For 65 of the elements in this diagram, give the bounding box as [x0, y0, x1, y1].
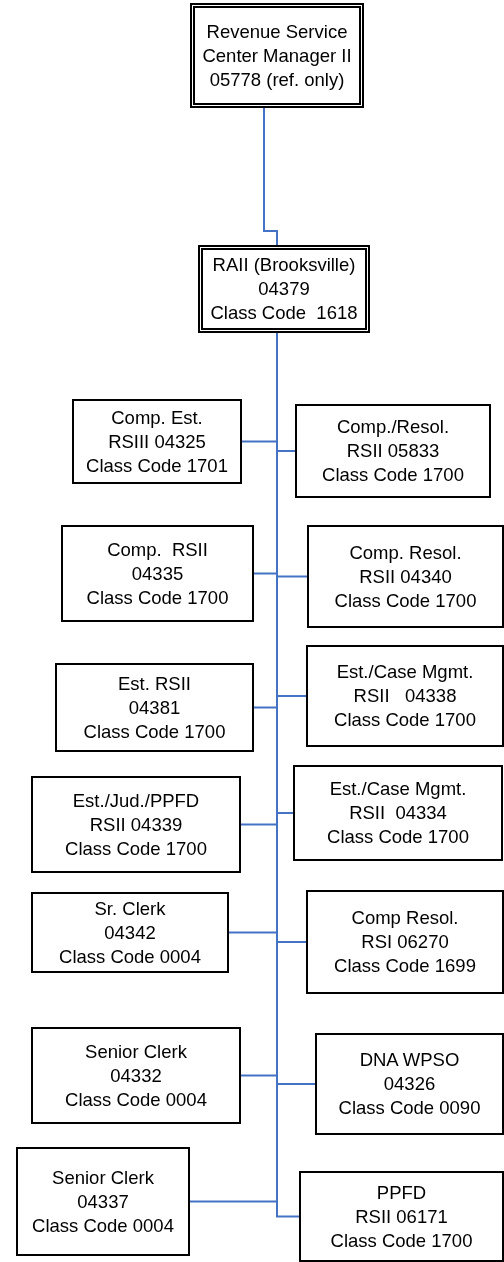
- position-text: Comp. RSII: [107, 537, 208, 562]
- position-text: RSII 05833: [346, 439, 440, 463]
- position-text: Est./Case Mgmt.: [329, 777, 467, 801]
- position-text: Est. RSII: [118, 671, 191, 696]
- position-box: [31, 1027, 241, 1124]
- position-text: Comp Resol.: [351, 906, 459, 930]
- position-text: Comp. Est.: [111, 405, 203, 430]
- position-text: 04381: [128, 695, 181, 720]
- position-text: RSII 06171: [355, 1204, 448, 1229]
- position-text: Sr. Clerk: [94, 896, 166, 921]
- position-text: RSII 04339: [89, 812, 183, 837]
- position-text: Class Code 0004: [59, 944, 201, 969]
- position-text: Class Code 1699: [334, 954, 476, 978]
- position-box: [315, 1033, 504, 1135]
- position-text: Class Code 0004: [32, 1213, 174, 1238]
- position-box: [307, 525, 504, 628]
- position-text: Class Code 1700: [83, 719, 226, 744]
- position-text: Class Code 1700: [334, 708, 476, 732]
- position-box: [190, 3, 364, 108]
- position-box: [72, 399, 242, 484]
- position-text: 05778 (ref. only): [209, 67, 345, 92]
- position-text: Class Code 1700: [86, 585, 229, 610]
- position-text: PPFD: [376, 1180, 427, 1205]
- position-text: RSII 04340: [359, 564, 452, 589]
- position-text: Class Code 1700: [327, 825, 469, 849]
- position-box: [306, 890, 504, 994]
- position-box: [198, 245, 370, 333]
- position-text: Class Code 0004: [65, 1087, 207, 1112]
- position-text: 04342: [104, 920, 156, 945]
- position-text: Revenue Service: [206, 19, 348, 44]
- position-text: Center Manager II: [202, 43, 352, 68]
- position-box: [31, 892, 229, 973]
- position-text: 04332: [110, 1063, 162, 1088]
- position-box: [16, 1147, 190, 1256]
- position-text: DNA WPSO: [359, 1048, 460, 1072]
- position-text: RSIII 04325: [108, 429, 206, 454]
- position-text: Est./Jud./PPFD: [72, 788, 200, 813]
- position-box: [293, 765, 503, 861]
- position-text: 04379: [258, 277, 310, 301]
- position-box: [31, 776, 241, 873]
- position-box: [61, 525, 254, 622]
- position-text: RSI 06270: [361, 930, 449, 954]
- position-text: Class Code 1700: [322, 463, 464, 487]
- position-text: Class Code 1701: [86, 453, 228, 478]
- position-text: Class Code 1700: [65, 836, 207, 861]
- position-box: [55, 663, 254, 752]
- position-text: RSII 04334: [349, 801, 447, 825]
- connector-line: [263, 107, 278, 246]
- position-text: Comp. Resol.: [349, 540, 462, 565]
- position-text: 04337: [77, 1189, 129, 1214]
- position-box: [306, 645, 504, 747]
- position-text: 04326: [383, 1072, 436, 1096]
- position-box: [299, 1171, 504, 1262]
- position-text: 04335: [131, 561, 184, 586]
- position-text: Class Code 1700: [330, 1228, 473, 1253]
- position-text: Class Code 1700: [334, 588, 477, 613]
- position-text: RSII 04338: [353, 684, 457, 708]
- position-text: Senior Clerk: [52, 1165, 154, 1190]
- position-text: Est./Case Mgmt.: [336, 660, 474, 684]
- position-text: Class Code 1618: [210, 301, 358, 325]
- position-text: Senior Clerk: [85, 1039, 187, 1064]
- position-text: Comp./Resol.: [336, 415, 450, 439]
- position-text: Class Code 0090: [338, 1096, 481, 1120]
- position-text: RAII (Brooksville): [212, 253, 356, 277]
- position-box: [295, 404, 491, 498]
